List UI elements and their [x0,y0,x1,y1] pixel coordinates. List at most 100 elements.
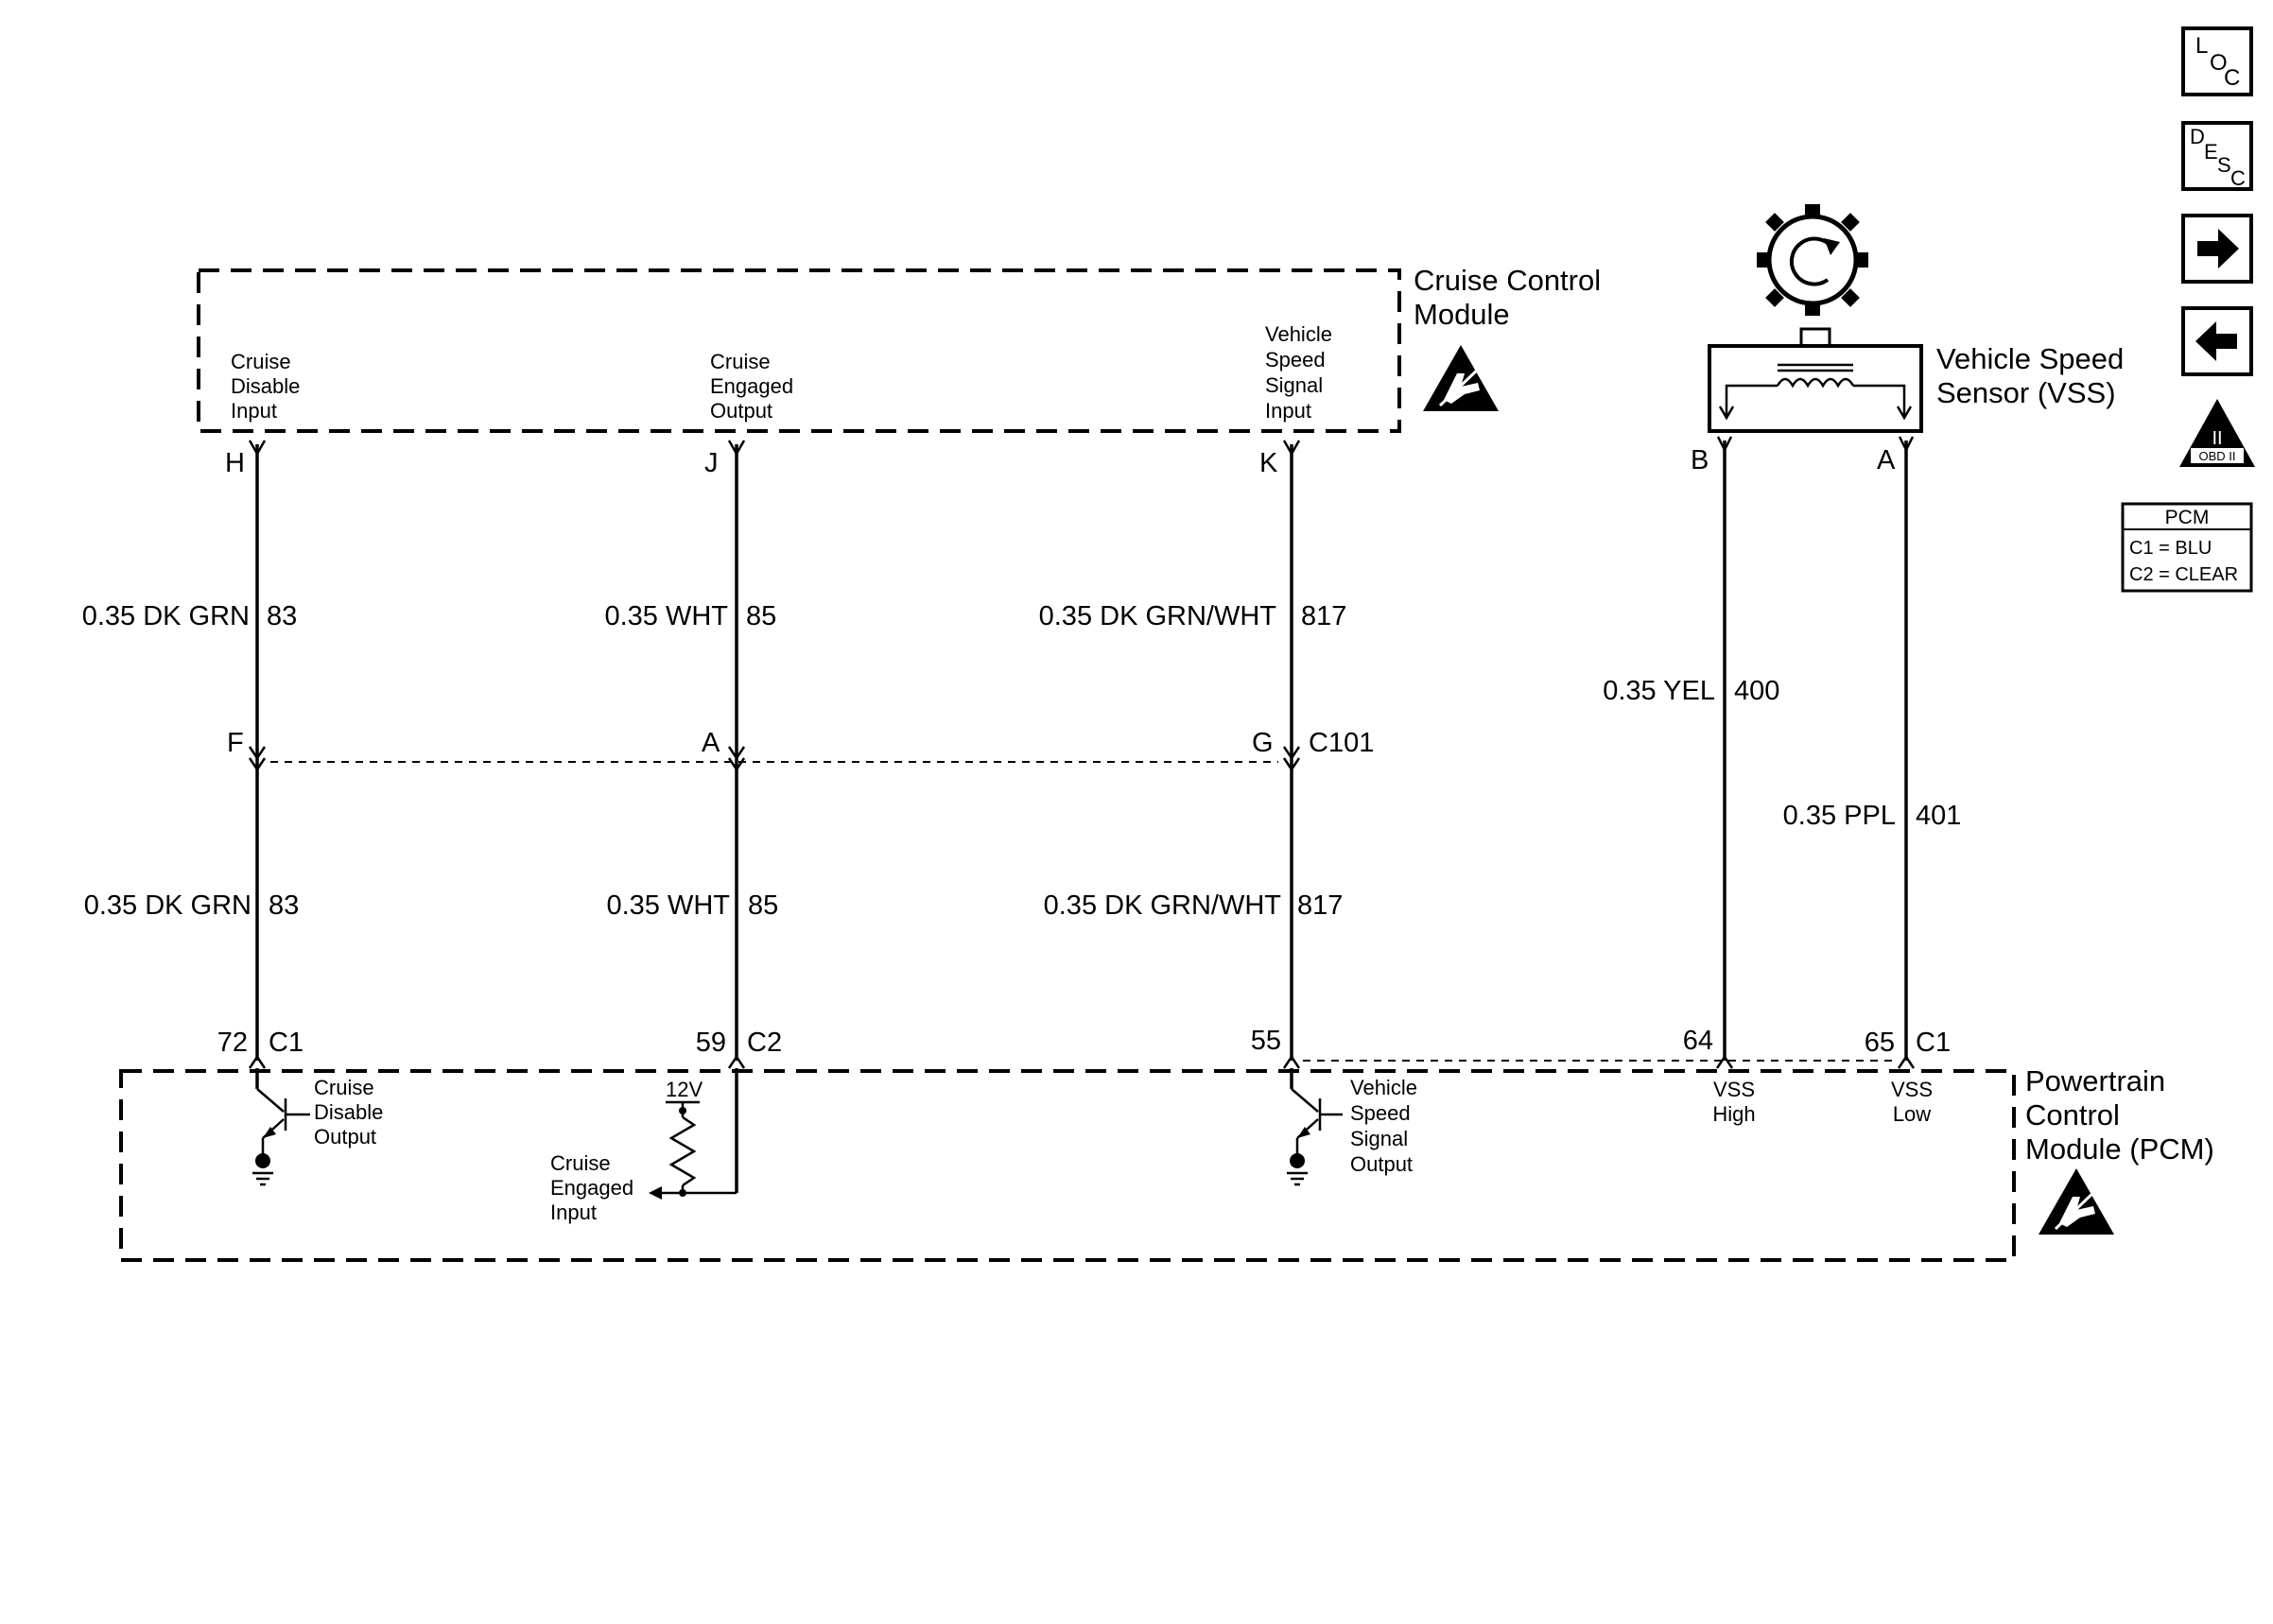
pcm-title-line1: Powertrain [2025,1064,2165,1097]
cruise-engaged-input-1: Cruise [550,1151,611,1175]
vss-low-2: Low [1893,1102,1931,1126]
wire-85-upper-spec: 0.35 WHT [604,601,728,631]
connector-c101: F A G C101 [227,728,1374,772]
pcm-title-line3: Module (PCM) [2025,1132,2214,1166]
vss-title-line2: Sensor (VSS) [1936,376,2116,409]
vss-signal-output-1: Vehicle [1350,1076,1417,1099]
c101-pin-f: F [227,728,244,758]
ccm-pins: H J K [225,440,1301,478]
ccm-wires [255,444,1293,1061]
c101-name: C101 [1309,728,1374,758]
pin-h: H [225,448,245,478]
legend-line1: C1 = BLU [2129,538,2212,559]
ccm-title-line2: Module [1414,298,1510,331]
arrow-left-icon [2195,321,2237,361]
obd-text: OBD II [2198,449,2235,463]
c101-pin-g: G [1252,728,1274,758]
desc-letter-c: C [2230,166,2246,190]
description-button[interactable]: D E S C [2181,121,2253,191]
wire-401-circuit: 401 [1916,801,1961,831]
pcm-pin-72-connector: C1 [269,1028,304,1058]
upper-wire-labels: 0.35 DK GRN 83 0.35 WHT 85 0.35 DK GRN/W… [82,601,1347,631]
pin-j: J [704,448,719,478]
cruise-disable-transistor: Cruise Disable Output [251,1068,383,1186]
pcm-pin-64: 64 [1683,1026,1713,1056]
cruise-disable-output-2: Disable [314,1100,383,1124]
pin-k: K [1259,448,1278,478]
vehicle-speed-sensor: Vehicle Speed Sensor (VSS) [1708,204,2124,433]
pcm-pin-55: 55 [1251,1026,1281,1056]
esd-sensitive-icon [2037,1166,2116,1236]
cruise-engaged-input-circuit: 12V Cruise Engaged Input [550,1068,738,1224]
esd-sensitive-icon [1421,343,1501,413]
wire-83-lower-spec: 0.35 DK GRN [84,890,252,921]
vss-signal-output-3: Signal [1350,1127,1408,1150]
wire-817-upper-spec: 0.35 DK GRN/WHT [1039,601,1277,631]
vss-pin-b: B [1691,445,1709,475]
ccm-k-label-1: Vehicle [1265,322,1332,346]
vss-high-2: High [1712,1102,1755,1126]
wire-400-circuit: 400 [1734,676,1779,706]
pcm-title-line2: Control [2025,1098,2120,1132]
legend-title: PCM [2165,507,2210,528]
wire-83-lower-circuit: 83 [269,890,299,921]
loc-letter-c: C [2224,65,2240,91]
c101-pin-a: A [702,728,720,758]
vss-pin-a: A [1877,445,1896,475]
vss-title-line1: Vehicle Speed [1936,342,2124,375]
arrow-right-icon [2197,229,2239,268]
loc-letter-l: L [2195,33,2208,59]
vss-inputs: VSS High VSS Low [1712,1078,1933,1126]
vss-low-1: VSS [1891,1078,1933,1101]
wire-85-lower-spec: 0.35 WHT [606,890,730,921]
legend-line2: C2 = CLEAR [2129,564,2238,585]
pcm-pins: 72 C1 59 C2 55 64 65 C1 [217,1026,1951,1069]
ccm-title-line1: Cruise Control [1414,264,1601,297]
cruise-control-module: Cruise Control Module Cruise Disable Inp… [197,264,1601,433]
ccm-h-label-2: Disable [231,374,300,398]
loc-letter-o: O [2210,50,2228,76]
desc-letter-s: S [2217,153,2231,177]
ground-icon [251,1151,275,1186]
ccm-h-label-3: Input [231,399,277,423]
cruise-engaged-input-3: Input [550,1201,597,1224]
cruise-disable-output-3: Output [314,1125,376,1149]
ground-icon [1285,1151,1310,1186]
ccm-j-label-1: Cruise [710,350,771,373]
pcm-pin-65-connector: C1 [1916,1028,1951,1058]
obd-ii-button[interactable]: II OBD II [2179,399,2255,467]
wire-401-spec: 0.35 PPL [1783,801,1896,831]
vss-output-transistor: Vehicle Speed Signal Output [1285,1068,1417,1186]
wire-817-lower-spec: 0.35 DK GRN/WHT [1044,890,1282,921]
wire-85-upper-circuit: 85 [746,601,776,631]
voltage-12v: 12V [666,1078,703,1101]
ccm-k-label-4: Input [1265,399,1311,423]
vss-high-1: VSS [1713,1078,1755,1101]
wire-85-lower-circuit: 85 [748,890,778,921]
reluctor-wheel-icon [1757,204,1868,316]
pcm-pin-72: 72 [217,1028,248,1058]
ccm-k-label-2: Speed [1265,348,1326,371]
ccm-j-label-2: Engaged [710,374,793,398]
next-page-button[interactable] [2181,214,2253,284]
vss-signal-output-2: Speed [1350,1101,1411,1125]
lower-wire-labels: 0.35 DK GRN 83 0.35 WHT 85 0.35 DK GRN/W… [84,890,1344,921]
powertrain-control-module: Powertrain Control Module (PCM) [119,1064,2214,1262]
vss-wires: B A 0.35 YEL 400 0.35 PPL 401 [1603,436,1961,1061]
pcm-pin-59: 59 [696,1028,726,1058]
vss-signal-output-4: Output [1350,1152,1413,1176]
wire-83-upper-circuit: 83 [267,601,297,631]
previous-page-button[interactable] [2181,306,2253,376]
pcm-pin-65: 65 [1865,1028,1895,1058]
obd-roman: II [2212,428,2222,449]
component-location-button[interactable]: L O C [2181,26,2253,96]
cruise-engaged-input-2: Engaged [550,1176,633,1200]
wire-400-spec: 0.35 YEL [1603,676,1715,706]
ccm-k-label-3: Signal [1265,373,1323,397]
wire-83-upper-spec: 0.35 DK GRN [82,601,250,631]
wire-817-lower-circuit: 817 [1297,890,1343,921]
cruise-disable-output-1: Cruise [314,1076,374,1099]
wire-817-upper-circuit: 817 [1301,601,1346,631]
pcm-connector-legend: PCM C1 = BLU C2 = CLEAR [2121,502,2253,593]
